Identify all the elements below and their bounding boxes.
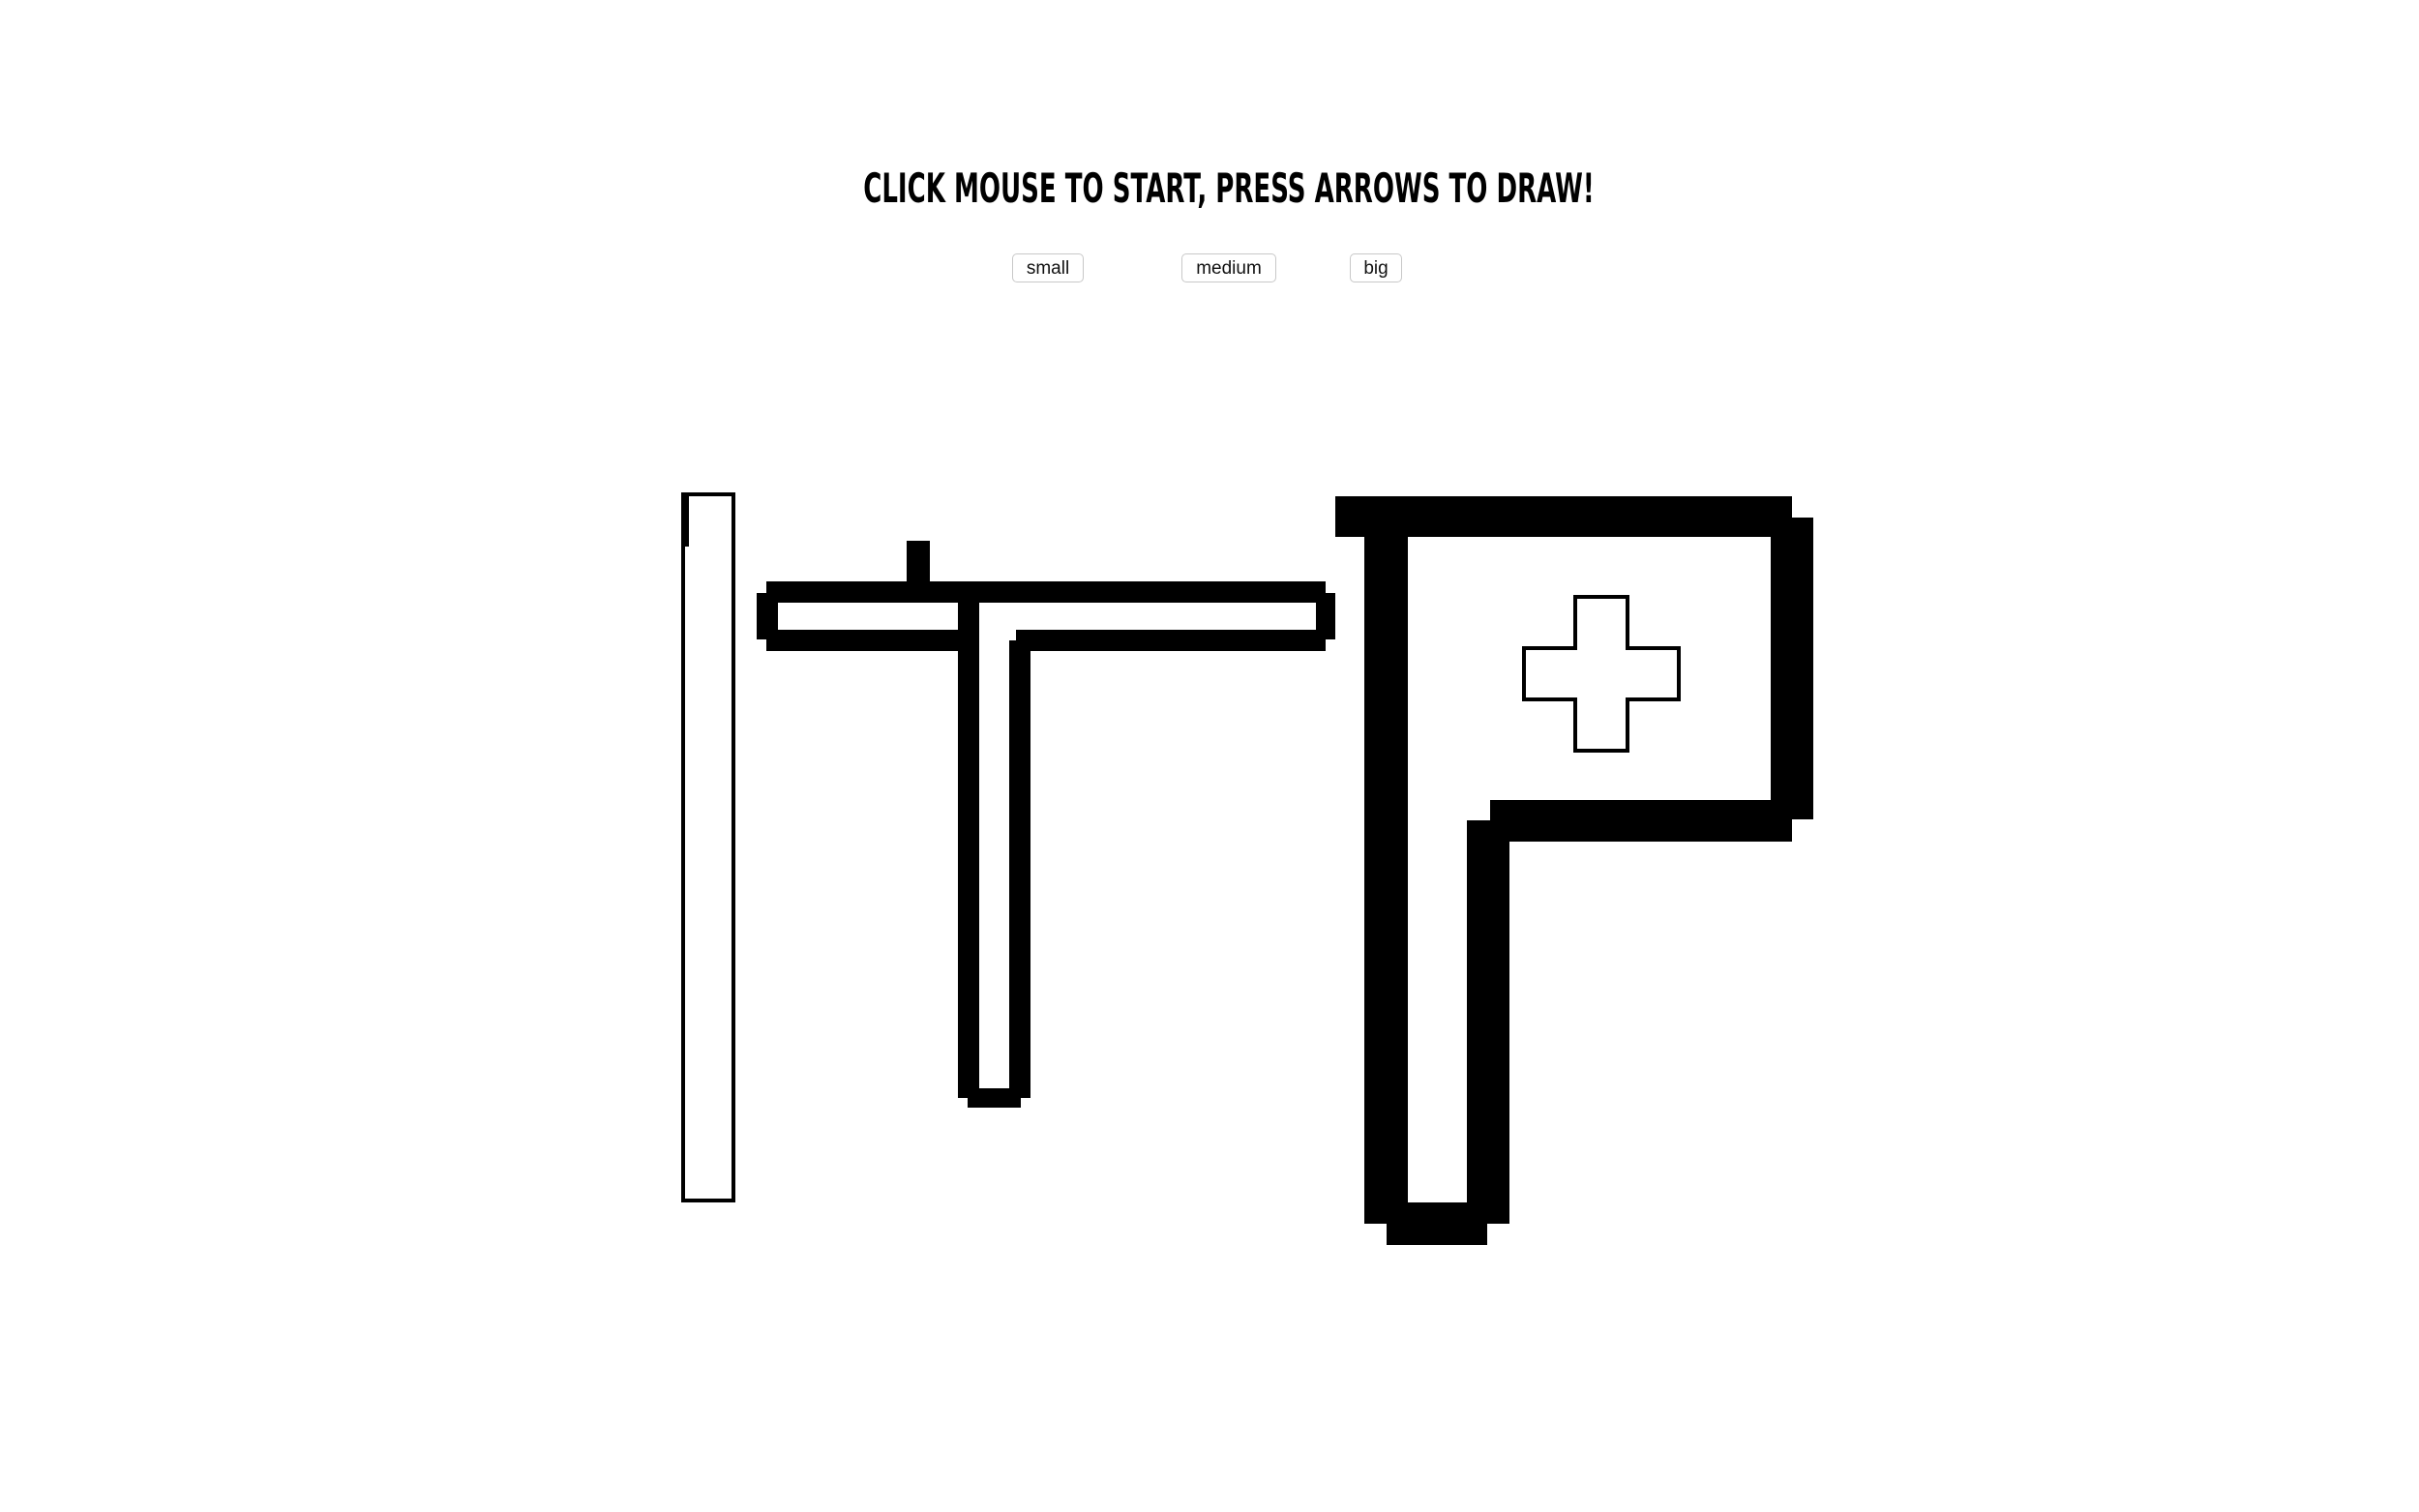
big-brush-button[interactable]: big <box>1350 253 1402 282</box>
instruction-title: CLICK MOUSE TO START, PRESS ARROWS TO DR… <box>863 164 1595 212</box>
drawn-plus-sign <box>1522 595 1681 753</box>
drawn-letter-p <box>1335 496 1813 1245</box>
small-brush-button[interactable]: small <box>1012 253 1084 282</box>
drawn-letter-i <box>681 492 735 1202</box>
drawn-letter-t <box>757 541 1335 1108</box>
medium-brush-button[interactable]: medium <box>1181 253 1276 282</box>
